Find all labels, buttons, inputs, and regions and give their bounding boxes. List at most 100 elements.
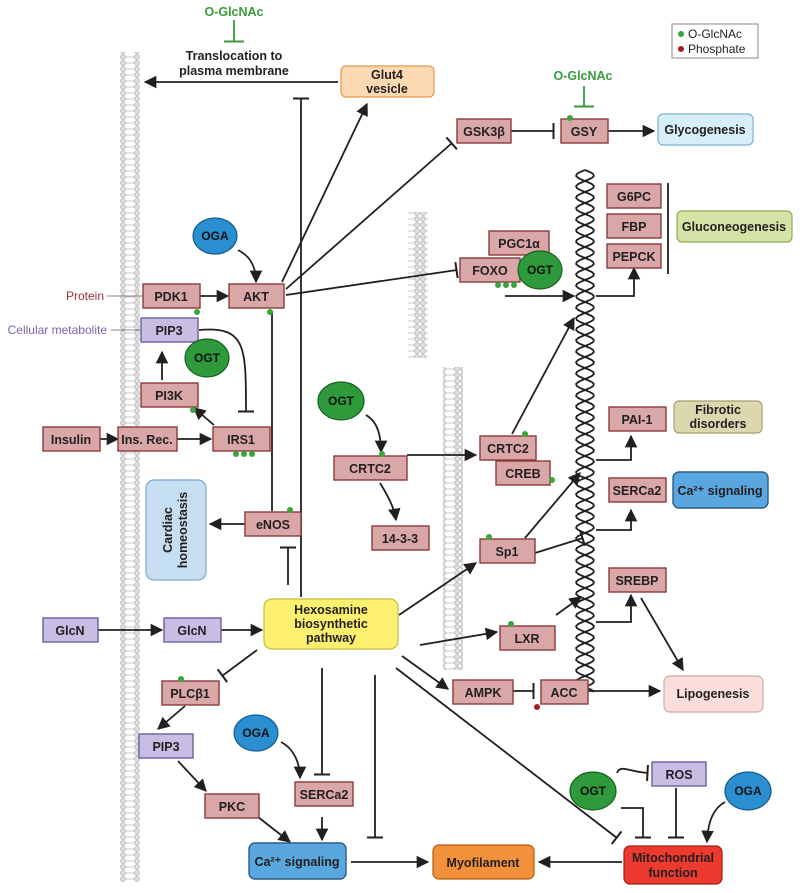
svg-text:Ca²⁺ signaling: Ca²⁺ signaling bbox=[254, 855, 339, 869]
pai1-node: PAI-1 bbox=[608, 406, 667, 432]
phosphate-dot-acc bbox=[534, 704, 540, 710]
pdk1-node: PDK1 bbox=[142, 283, 201, 309]
svg-text:GlcN: GlcN bbox=[55, 624, 84, 638]
legend: O-GlcNAc Phosphate bbox=[671, 23, 759, 59]
srebp-node: SREBP bbox=[608, 567, 667, 593]
oglcnac-dot-foxo-1 bbox=[495, 282, 501, 288]
myofilament-node: Myofilament bbox=[432, 844, 535, 880]
oglcnac-dot-crtc2-right bbox=[522, 431, 528, 437]
legend-oglcnac-label: O-GlcNAc bbox=[688, 27, 742, 41]
enos-node: eNOS bbox=[244, 511, 302, 537]
legend-phosphate-dot bbox=[678, 46, 684, 52]
oglcnac-dot-irs1-2 bbox=[241, 451, 247, 457]
oglcnac-dot-enos bbox=[287, 507, 293, 513]
mitochondrial-function-node: Mitochondrial function bbox=[623, 845, 723, 885]
foxo-node: FOXO bbox=[459, 257, 521, 283]
cellular-metabolite-key-label: Cellular metabolite bbox=[8, 323, 108, 337]
plasma-membrane bbox=[120, 52, 140, 882]
svg-text:GSK3β: GSK3β bbox=[463, 125, 505, 139]
svg-text:CRTC2: CRTC2 bbox=[349, 462, 391, 476]
protein-key-label: Protein bbox=[66, 289, 104, 303]
svg-text:disorders: disorders bbox=[690, 417, 747, 431]
akt-node: AKT bbox=[228, 283, 285, 309]
svg-text:Mitochondrial: Mitochondrial bbox=[632, 851, 714, 865]
connectors bbox=[98, 20, 726, 869]
svg-text:Gluconeogenesis: Gluconeogenesis bbox=[682, 220, 786, 234]
svg-text:vesicle: vesicle bbox=[366, 82, 408, 96]
glcn-mid-node: GlcN bbox=[163, 617, 222, 643]
protein-14-3-3-node: 14-3-3 bbox=[371, 525, 430, 551]
pepck-node: PEPCK bbox=[606, 243, 662, 269]
oglcnac-dot-lxr bbox=[508, 621, 514, 627]
svg-text:FOXO: FOXO bbox=[472, 264, 508, 278]
oglcnac-dot-irs1-1 bbox=[233, 451, 239, 457]
lipogenesis-node: Lipogenesis bbox=[663, 675, 764, 713]
svg-text:LXR: LXR bbox=[515, 632, 540, 646]
translocation-label-2: plasma membrane bbox=[179, 64, 289, 78]
svg-text:GlcN: GlcN bbox=[177, 624, 206, 638]
svg-text:AKT: AKT bbox=[243, 290, 269, 304]
svg-text:eNOS: eNOS bbox=[256, 518, 290, 532]
svg-text:OGT: OGT bbox=[194, 351, 221, 365]
gluconeogenesis-node: Gluconeogenesis bbox=[676, 210, 793, 243]
svg-text:OGT: OGT bbox=[328, 394, 355, 408]
svg-text:PDK1: PDK1 bbox=[154, 290, 187, 304]
svg-text:PGC1α: PGC1α bbox=[498, 237, 540, 251]
svg-text:function: function bbox=[648, 866, 697, 880]
ampk-node: AMPK bbox=[452, 679, 514, 705]
crtc2-right-node: CRTC2 bbox=[479, 435, 537, 461]
svg-text:OGT: OGT bbox=[580, 784, 607, 798]
fbp-node: FBP bbox=[606, 213, 662, 239]
oglcnac-dot-pi3k bbox=[190, 407, 196, 413]
gsk3b-node: GSK3β bbox=[456, 118, 512, 144]
svg-text:pathway: pathway bbox=[306, 631, 356, 645]
svg-text:CRTC2: CRTC2 bbox=[487, 442, 529, 456]
glcn-left-node: GlcN bbox=[42, 617, 99, 643]
translocation-label-1: Translocation to bbox=[186, 49, 283, 63]
svg-text:Glut4: Glut4 bbox=[371, 68, 403, 82]
svg-text:G6PC: G6PC bbox=[617, 190, 651, 204]
svg-text:IRS1: IRS1 bbox=[227, 433, 255, 447]
svg-text:Fibrotic: Fibrotic bbox=[695, 403, 741, 417]
g6pc-node: G6PC bbox=[606, 183, 662, 209]
svg-text:PEPCK: PEPCK bbox=[612, 250, 655, 264]
serca2-right-node: SERCa2 bbox=[608, 477, 667, 503]
oglcnac-dot-foxo-2 bbox=[503, 282, 509, 288]
ogt-enzyme-ros: OGT bbox=[569, 771, 617, 811]
oglcnac-dot-akt bbox=[267, 309, 273, 315]
svg-text:OGA: OGA bbox=[242, 726, 270, 740]
svg-text:Glycogenesis: Glycogenesis bbox=[664, 123, 745, 137]
svg-text:homeostasis: homeostasis bbox=[176, 492, 190, 568]
svg-text:SREBP: SREBP bbox=[615, 574, 658, 588]
creb-node: CREB bbox=[495, 460, 551, 486]
legend-oglcnac-dot bbox=[678, 31, 684, 37]
svg-text:CREB: CREB bbox=[505, 467, 540, 481]
svg-text:Ins. Rec.: Ins. Rec. bbox=[121, 433, 172, 447]
cardiac-homeostasis-node: Cardiac homeostasis bbox=[145, 479, 207, 581]
oga-enzyme-bottom: OGA bbox=[233, 714, 279, 752]
svg-text:biosynthetic: biosynthetic bbox=[294, 617, 368, 631]
ca-signaling-right-node: Ca²⁺ signaling bbox=[672, 471, 769, 509]
svg-text:14-3-3: 14-3-3 bbox=[382, 532, 418, 546]
sp1-node: Sp1 bbox=[479, 538, 536, 564]
acc-node: ACC bbox=[540, 679, 589, 705]
svg-text:Ca²⁺ signaling: Ca²⁺ signaling bbox=[677, 484, 762, 498]
svg-text:Myofilament: Myofilament bbox=[447, 856, 521, 870]
oglcnac-dot-creb bbox=[549, 477, 555, 483]
ca-signaling-bottom-node: Ca²⁺ signaling bbox=[248, 842, 347, 880]
dna-helix bbox=[575, 169, 595, 693]
ogt-enzyme-crtc2: OGT bbox=[317, 381, 365, 421]
oglcnac-dot-sp1 bbox=[486, 534, 492, 540]
svg-text:AMPK: AMPK bbox=[465, 686, 502, 700]
pip3-bottom-node: PIP3 bbox=[138, 733, 194, 759]
hexosamine-pathway-node: Hexosamine biosynthetic pathway bbox=[263, 598, 399, 650]
oglcnac-dot-pdk1 bbox=[194, 309, 200, 315]
pip3-top-node: PIP3 bbox=[140, 317, 199, 343]
svg-text:ACC: ACC bbox=[550, 686, 577, 700]
irs1-node: IRS1 bbox=[212, 426, 271, 452]
oglcnac-dot-gsy bbox=[567, 115, 573, 121]
glut4-vesicle: Glut4 vesicle bbox=[340, 65, 435, 98]
serca2-bottom-node: SERCa2 bbox=[294, 781, 354, 807]
svg-text:Hexosamine: Hexosamine bbox=[294, 603, 368, 617]
